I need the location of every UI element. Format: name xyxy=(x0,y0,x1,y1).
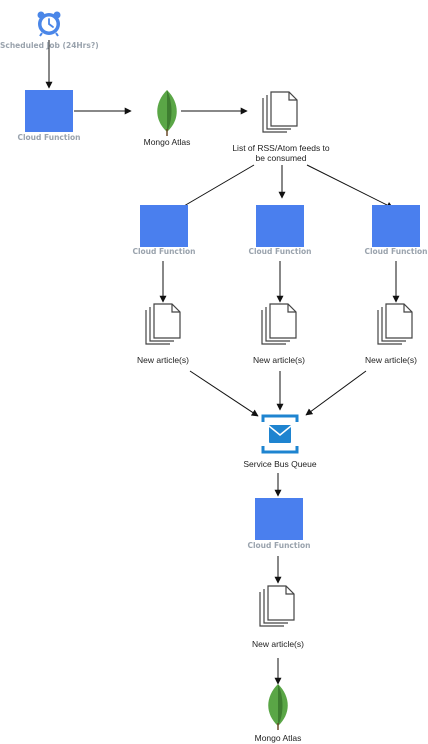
service-bus-queue-icon xyxy=(261,414,299,454)
articles-center-label: New article(s) xyxy=(253,355,305,365)
cloud-function-right-label: Cloud Function xyxy=(364,247,428,256)
cloud-function-right-icon xyxy=(372,205,420,247)
scheduled-job-label: Scheduled Job (24Hrs?) xyxy=(0,41,99,50)
edges xyxy=(45,40,400,685)
document-stack-feeds-icon xyxy=(262,91,298,133)
cloud-function-center-icon xyxy=(256,205,304,247)
document-stack-center-icon xyxy=(261,303,297,345)
edge-feeds-to-cf-right xyxy=(306,164,394,209)
document-stack-bottom-icon xyxy=(259,585,295,627)
articles-bottom-label: New article(s) xyxy=(252,639,304,649)
mongo-atlas-top-label: Mongo Atlas xyxy=(143,137,191,147)
articles-left-label: New article(s) xyxy=(137,355,189,365)
cloud-function-left-label: Cloud Function xyxy=(132,247,196,256)
cloud-function-center-label: Cloud Function xyxy=(248,247,312,256)
cloud-function-main-icon xyxy=(25,90,73,132)
mongodb-leaf-top-icon xyxy=(157,90,177,136)
cloud-function-main-label: Cloud Function xyxy=(17,133,81,142)
edge-articles-right-to-queue xyxy=(305,370,367,416)
mongodb-leaf-bottom-icon xyxy=(268,684,288,730)
cloud-function-bottom-icon xyxy=(255,498,303,540)
mongo-atlas-bottom-label: Mongo Atlas xyxy=(254,733,302,743)
articles-right-label: New article(s) xyxy=(365,355,417,365)
document-stack-left-icon xyxy=(145,303,181,345)
document-stack-right-icon xyxy=(377,303,413,345)
alarm-clock-icon xyxy=(37,11,61,37)
cloud-function-bottom-label: Cloud Function xyxy=(247,541,311,550)
cloud-function-left-icon xyxy=(140,205,188,247)
service-bus-queue-label: Service Bus Queue xyxy=(243,459,317,469)
edge-articles-left-to-queue xyxy=(189,370,259,417)
rss-feeds-label: List of RSS/Atom feeds to be consumed xyxy=(232,143,330,163)
